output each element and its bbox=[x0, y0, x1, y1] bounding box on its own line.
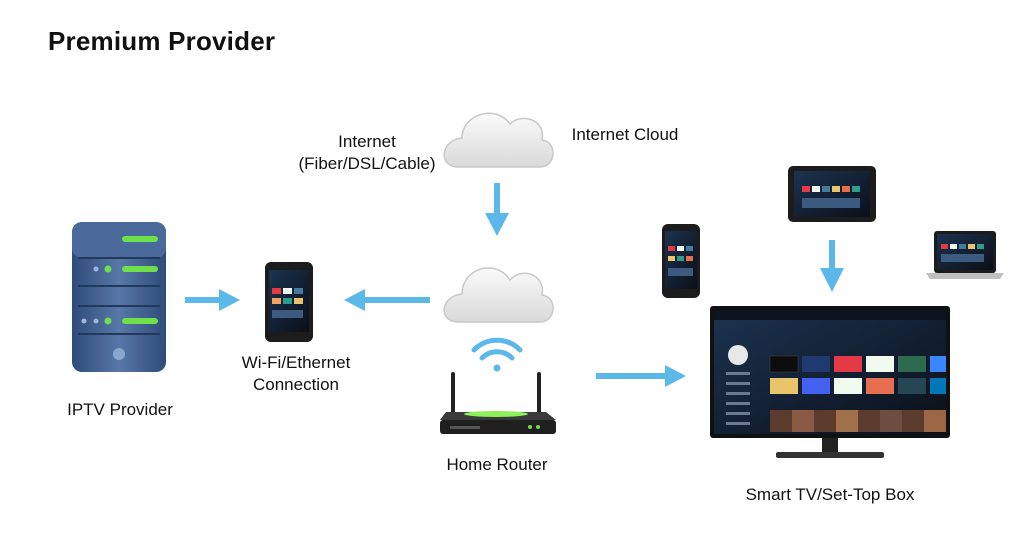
arrow-icon bbox=[820, 240, 844, 292]
home-router-label: Home Router bbox=[446, 455, 548, 474]
phone-icon bbox=[662, 224, 700, 298]
internet-label: Internet (Fiber/DSL/Cable) bbox=[296, 131, 438, 175]
tablet-icon bbox=[788, 166, 876, 222]
cloud-icon bbox=[443, 267, 554, 323]
smart-tv-label: Smart TV/Set-Top Box bbox=[745, 485, 915, 504]
wifi-connection-label: Wi-Fi/Ethernet Connection bbox=[226, 352, 366, 396]
tv-icon bbox=[710, 306, 950, 458]
arrow-icon bbox=[185, 289, 240, 311]
router-icon bbox=[440, 372, 556, 434]
internet-cloud-label: Internet Cloud bbox=[571, 125, 679, 144]
iptv-provider-label: IPTV Provider bbox=[67, 400, 173, 419]
internet-label-line1: Internet bbox=[338, 132, 396, 151]
internet-label-line2: (Fiber/DSL/Cable) bbox=[298, 154, 436, 173]
page-title: Premium Provider bbox=[48, 26, 276, 56]
phone-icon bbox=[265, 262, 313, 342]
wifi-label-line2: Connection bbox=[252, 375, 339, 394]
cloud-icon bbox=[443, 112, 554, 168]
server-icon bbox=[72, 222, 166, 372]
laptop-icon bbox=[926, 231, 1004, 279]
arrow-icon bbox=[485, 183, 509, 236]
arrow-icon bbox=[344, 289, 430, 311]
wifi-label-line1: Wi-Fi/Ethernet bbox=[241, 353, 351, 372]
wifi-icon bbox=[471, 337, 523, 372]
arrow-icon bbox=[596, 365, 686, 387]
